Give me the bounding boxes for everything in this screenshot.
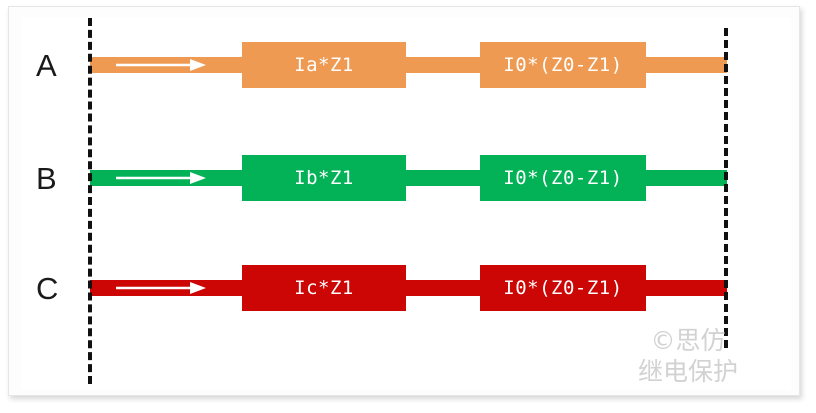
phase-b-block-2: I0*(Z0-Z1) [480,155,646,201]
phase-b-segment-3 [642,170,727,186]
phase-c-block-1: Ic*Z1 [242,265,406,311]
phase-c-block-2: I0*(Z0-Z1) [480,265,646,311]
figure-card-inner [21,17,791,389]
phase-c-segment-2 [402,280,486,296]
phase-b-block-2-text: I0*(Z0-Z1) [503,167,623,189]
phase-a-segment-3 [642,57,727,73]
phase-b-direction-arrow [116,172,206,184]
phase-a-block-2-text: I0*(Z0-Z1) [503,54,623,76]
phase-c-label: C [36,271,59,306]
phase-a-segment-2 [402,57,486,73]
phase-a-block-1-text: Ia*Z1 [294,54,354,76]
fault-end-reference-line [724,28,728,348]
phase-b-segment-2 [402,170,486,186]
phase-a-label: A [36,48,57,83]
phase-c-segment-3 [642,280,727,296]
phase-b-block-1-text: Ib*Z1 [294,167,354,189]
phase-c-block-2-text: I0*(Z0-Z1) [503,277,623,299]
watermark-line-2: 继电保护 [637,357,738,386]
phase-c-direction-arrow [116,282,206,294]
phase-b-label: B [36,161,57,196]
watermark-line-1: ©思仿 [650,326,726,355]
phase-c-block-1-text: Ic*Z1 [294,277,354,299]
fault-start-reference-line [88,18,92,384]
watermark: ©思仿 继电保护 [608,325,768,387]
phase-a-direction-arrow [116,59,206,71]
phase-a-block-1: Ia*Z1 [242,42,406,88]
phase-b-block-1: Ib*Z1 [242,155,406,201]
phase-a-block-2: I0*(Z0-Z1) [480,42,646,88]
